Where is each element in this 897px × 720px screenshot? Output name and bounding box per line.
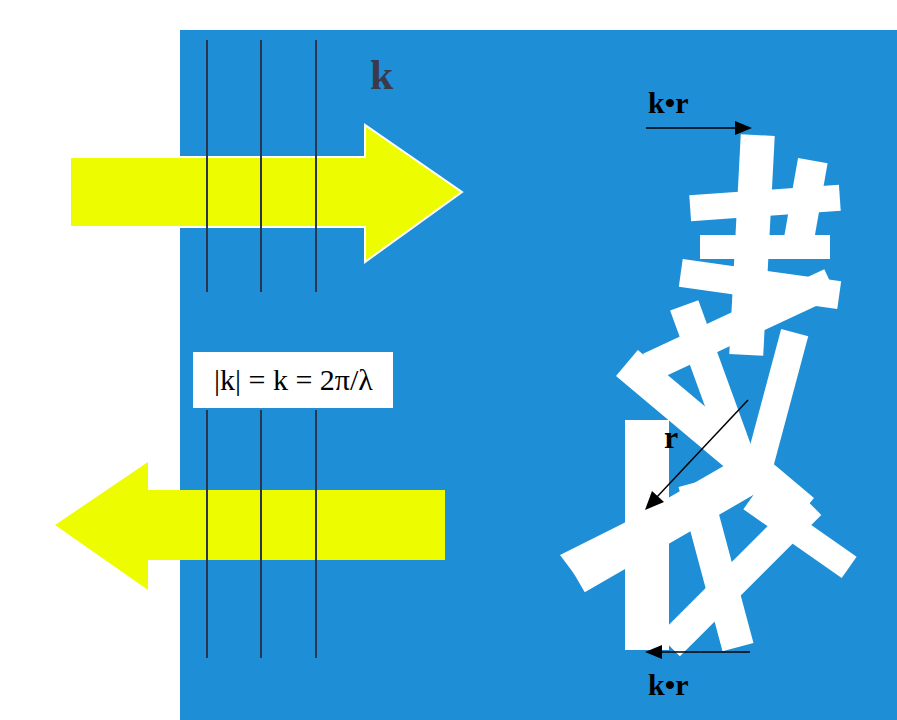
position-vector-label: r (664, 420, 678, 455)
phase-label: k•r (648, 86, 689, 119)
formula-box: |k| = k = 2π/λ (193, 352, 393, 408)
node-texts: |k| = k = 2π/λ (214, 362, 373, 398)
wave-vector-label: k (370, 52, 393, 98)
wavefronts (207, 40, 316, 658)
formula-text: |k| = k = 2π/λ (214, 362, 373, 398)
vector-arrows (645, 121, 752, 659)
scattering-object (560, 134, 857, 656)
phase-label: k•r (648, 668, 689, 701)
blue-ground (180, 30, 897, 720)
reflected-arrow (55, 462, 445, 590)
incident-arrow (70, 125, 462, 262)
